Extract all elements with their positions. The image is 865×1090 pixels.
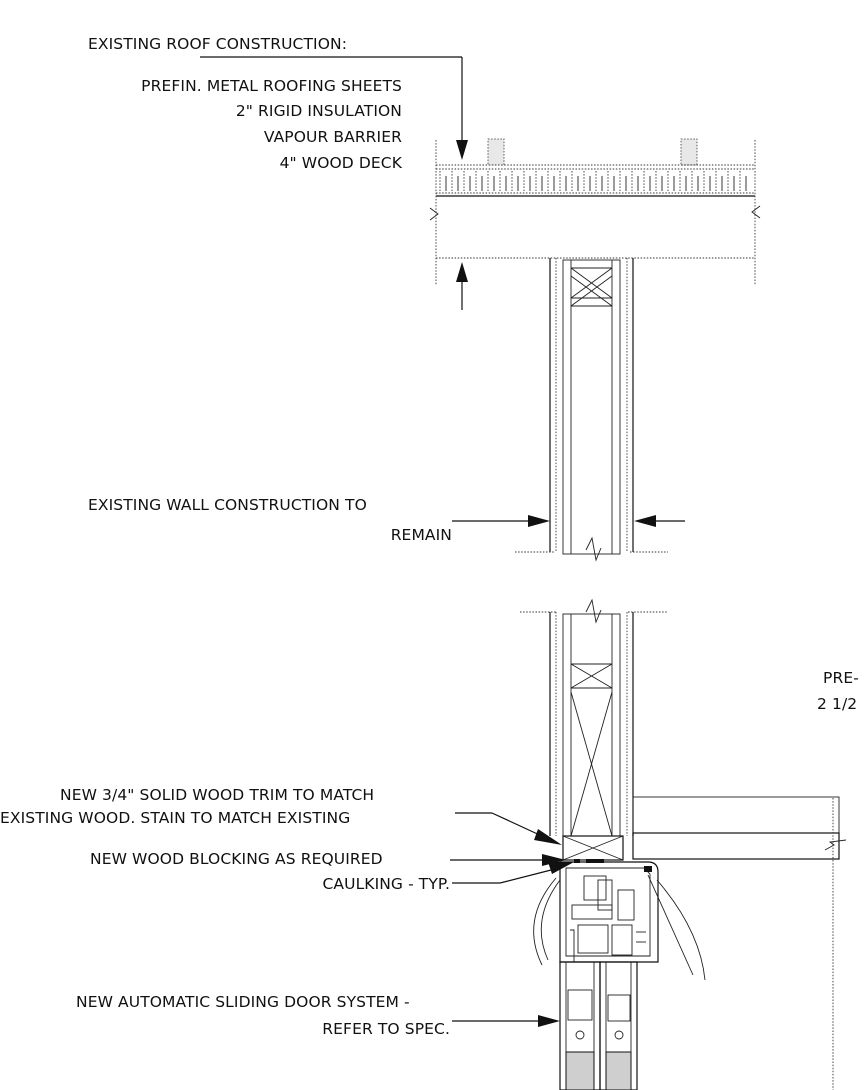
roof-title-note: EXISTING ROOF CONSTRUCTION: xyxy=(88,35,348,53)
wall-note-line2: REMAIN xyxy=(390,526,452,544)
caulking-note: CAULKING - TYP. xyxy=(322,875,450,893)
pre-note-line2: 2 1/2 xyxy=(817,695,858,713)
roof-assembly xyxy=(429,138,761,285)
lower-wall xyxy=(520,598,668,837)
roof-item-3: VAPOUR BARRIER xyxy=(263,128,402,146)
roof-rib-left xyxy=(487,138,505,166)
door-note-line2: REFER TO SPEC. xyxy=(322,1020,450,1038)
door-note-line1: NEW AUTOMATIC SLIDING DOOR SYSTEM - xyxy=(76,993,410,1011)
roof-item-4: 4" WOOD DECK xyxy=(279,154,402,172)
trim-note-line1: NEW 3/4" SOLID WOOD TRIM TO MATCH xyxy=(60,786,375,804)
wall-note-line1: EXISTING WALL CONSTRUCTION TO xyxy=(88,496,367,514)
roof-item-1: PREFIN. METAL ROOFING SHEETS xyxy=(141,77,402,95)
insulation-hatch xyxy=(439,171,747,191)
blocking-note: NEW WOOD BLOCKING AS REQUIRED xyxy=(90,850,383,868)
leader-lines xyxy=(200,56,685,1027)
sliding-door-system xyxy=(533,859,706,1090)
pre-note-line1: PRE- xyxy=(823,669,859,687)
roof-rib-right xyxy=(680,138,698,166)
canopy xyxy=(562,796,847,1090)
upper-wall xyxy=(515,258,668,562)
roof-item-2: 2" RIGID INSULATION xyxy=(235,102,402,120)
trim-note-line2: EXISTING WOOD. STAIN TO MATCH EXISTING xyxy=(0,809,351,827)
